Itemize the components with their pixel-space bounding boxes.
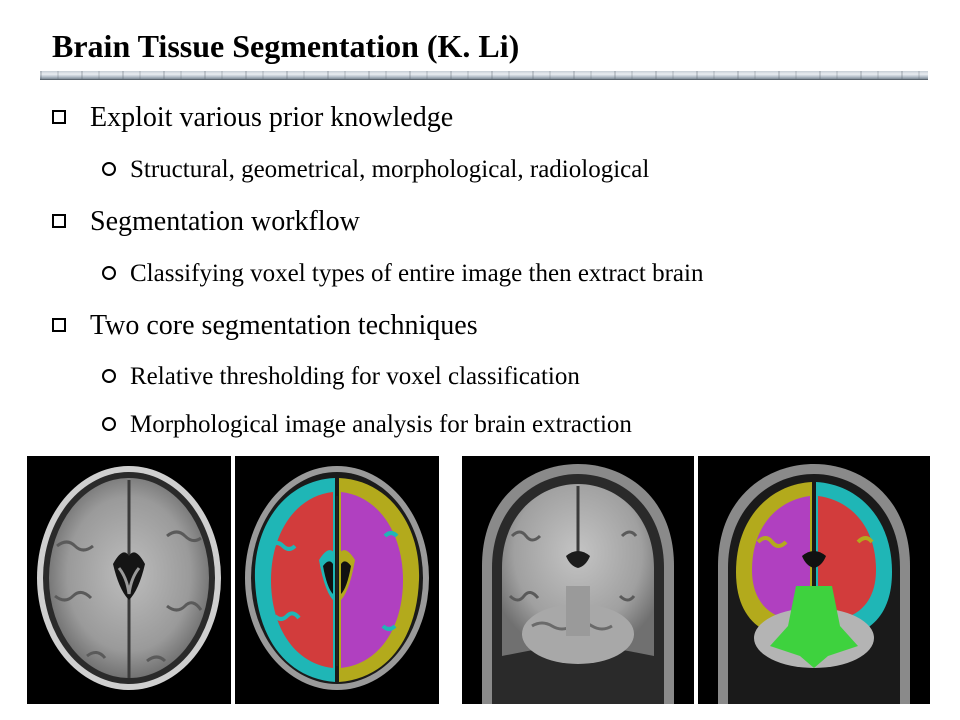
axial-mri-image bbox=[27, 456, 231, 704]
sub-bullet-text: Relative thresholding for voxel classifi… bbox=[130, 363, 580, 390]
bullet-item: Two core segmentation techniques bbox=[52, 309, 478, 343]
square-bullet-icon bbox=[52, 318, 66, 332]
coronal-mri-image bbox=[462, 456, 694, 704]
slide-title: Brain Tissue Segmentation (K. Li) bbox=[52, 28, 520, 64]
circle-bullet-icon bbox=[102, 369, 116, 383]
sub-bullet-text: Structural, geometrical, morphological, … bbox=[130, 156, 650, 183]
bullet-text: Exploit various prior knowledge bbox=[90, 102, 454, 133]
sub-bullet-item: Classifying voxel types of entire image … bbox=[102, 259, 703, 289]
sub-bullet-item: Morphological image analysis for brain e… bbox=[102, 410, 632, 440]
title-divider bbox=[40, 71, 928, 80]
sub-bullet-item: Structural, geometrical, morphological, … bbox=[102, 155, 649, 185]
square-bullet-icon bbox=[52, 214, 66, 228]
circle-bullet-icon bbox=[102, 417, 116, 431]
bullet-item: Segmentation workflow bbox=[52, 205, 360, 239]
bullet-item: Exploit various prior knowledge bbox=[52, 101, 453, 135]
circle-bullet-icon bbox=[102, 266, 116, 280]
square-bullet-icon bbox=[52, 110, 66, 124]
coronal-segmentation-image bbox=[698, 456, 930, 704]
bullet-text: Two core segmentation techniques bbox=[90, 310, 478, 341]
bullet-text: Segmentation workflow bbox=[90, 206, 360, 237]
sub-bullet-item: Relative thresholding for voxel classifi… bbox=[102, 362, 580, 392]
circle-bullet-icon bbox=[102, 162, 116, 176]
sub-bullet-text: Morphological image analysis for brain e… bbox=[130, 411, 632, 438]
axial-segmentation-image bbox=[235, 456, 439, 704]
sub-bullet-text: Classifying voxel types of entire image … bbox=[130, 260, 704, 287]
